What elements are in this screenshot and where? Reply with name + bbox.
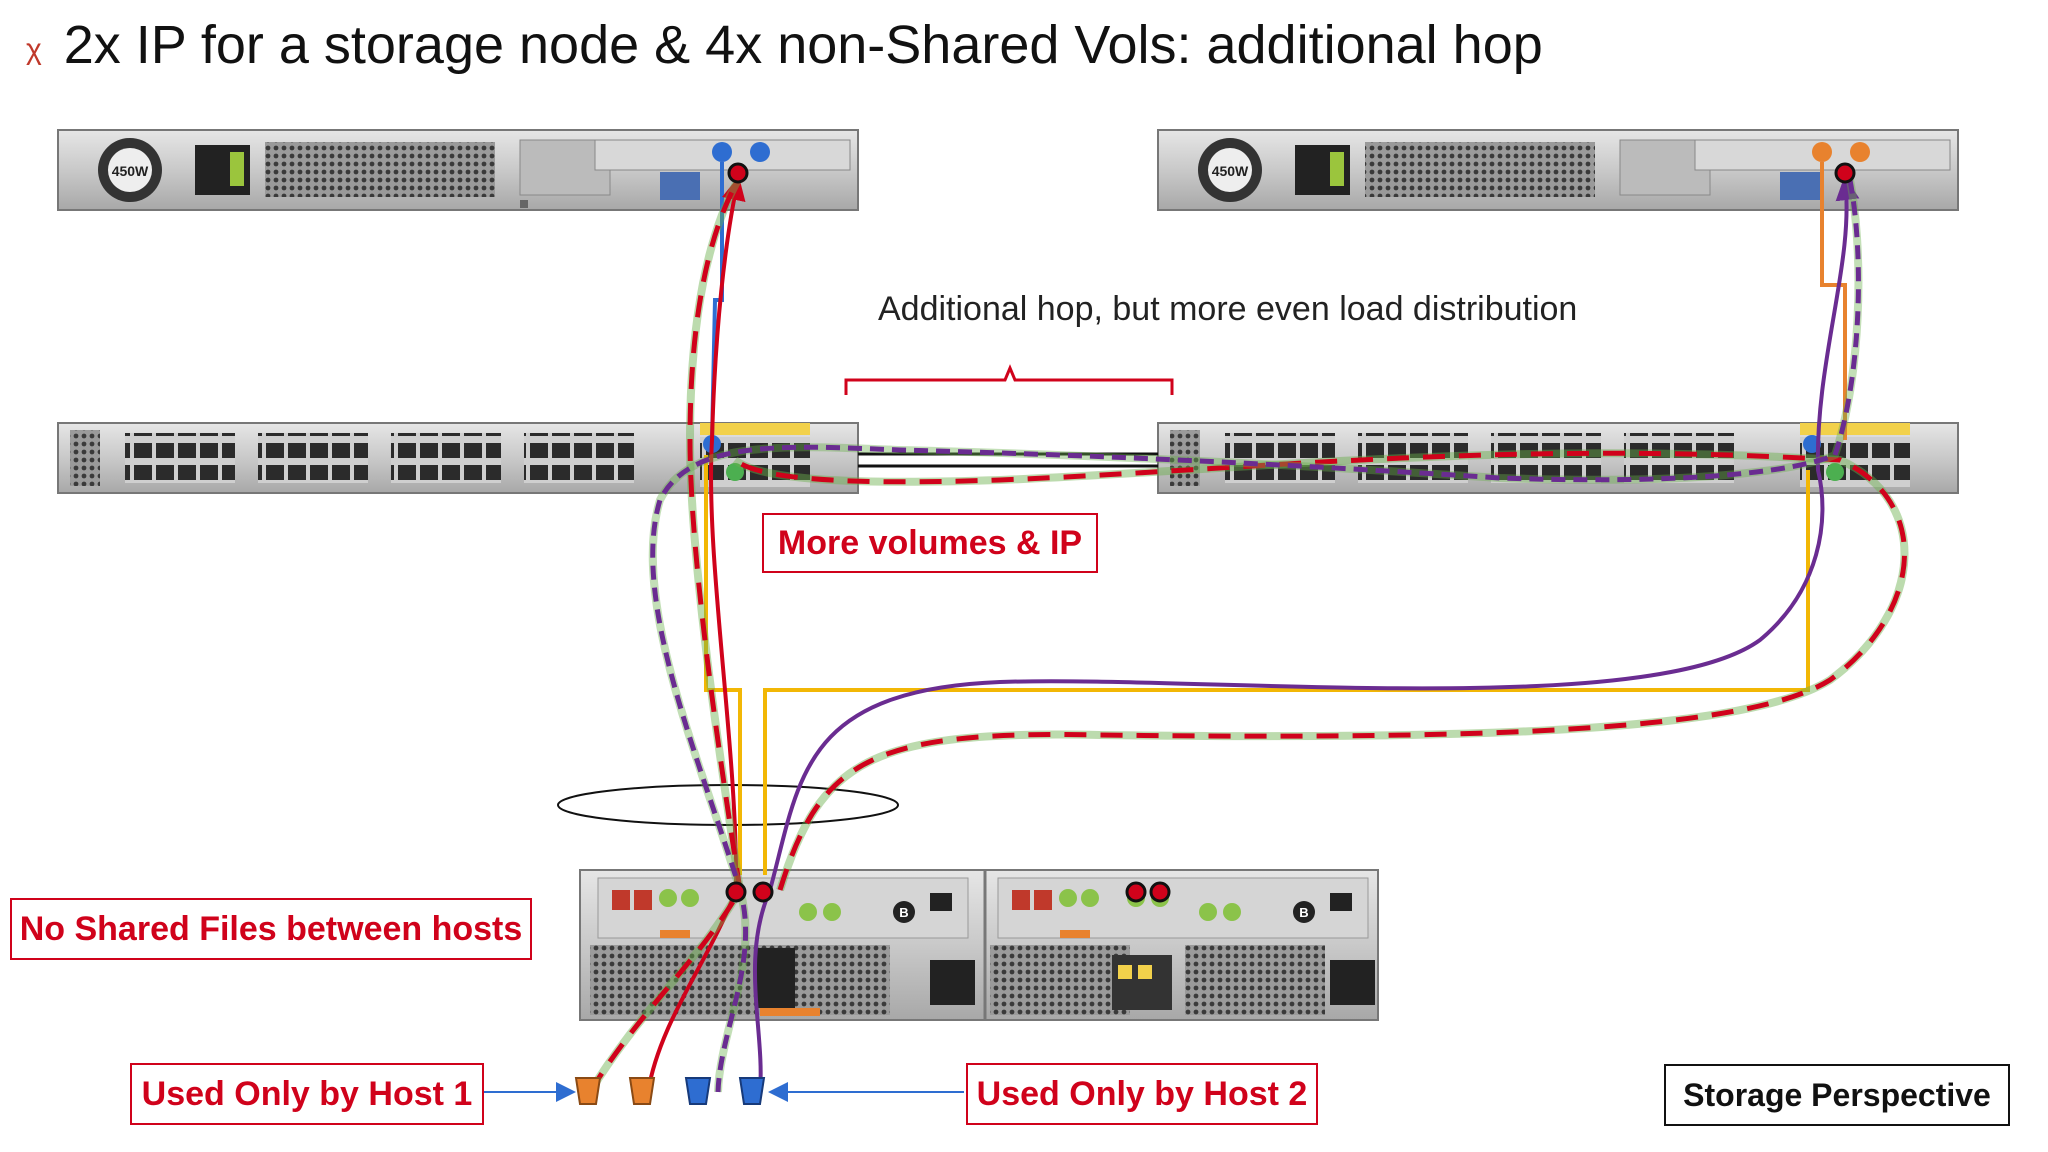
slide-title: χ 2x IP for a storage node & 4x non-Shar… — [26, 10, 1543, 80]
lag-ellipse — [557, 784, 899, 826]
psu-label-right: 450W — [1212, 163, 1249, 179]
volume-host2-a — [684, 1077, 712, 1105]
server-right: 450W — [1157, 129, 1959, 211]
additional-hop-caption: Additional hop, but more even load distr… — [878, 290, 1578, 328]
volume-host2-b — [738, 1077, 766, 1105]
module-b-label-2: B — [1299, 905, 1308, 920]
bullet-x-icon: χ — [26, 33, 42, 66]
used-by-host1-box: Used Only by Host 1 — [130, 1063, 484, 1125]
server-left: 450W — [57, 129, 859, 211]
purple-dashed-path — [650, 179, 1861, 1093]
no-shared-files-box: No Shared Files between hosts — [10, 898, 532, 960]
hop-bracket — [844, 364, 1174, 395]
more-volumes-box: More volumes & IP — [762, 513, 1098, 573]
volume-host1-b — [628, 1077, 656, 1105]
storage-perspective-box: Storage Perspective — [1664, 1064, 2010, 1126]
red-dashed-path-left — [587, 178, 743, 1094]
used-by-host2-box: Used Only by Host 2 — [966, 1063, 1318, 1125]
red-dashed-path-right — [733, 450, 1907, 891]
yellow-link-left — [704, 455, 742, 875]
title-text: 2x IP for a storage node & 4x non-Shared… — [63, 15, 1543, 75]
module-b-label: B — [899, 905, 908, 920]
orange-link — [1820, 162, 1847, 440]
volume-host1-a — [574, 1077, 602, 1105]
red-path — [646, 176, 746, 1093]
psu-label-left: 450W — [112, 163, 149, 179]
